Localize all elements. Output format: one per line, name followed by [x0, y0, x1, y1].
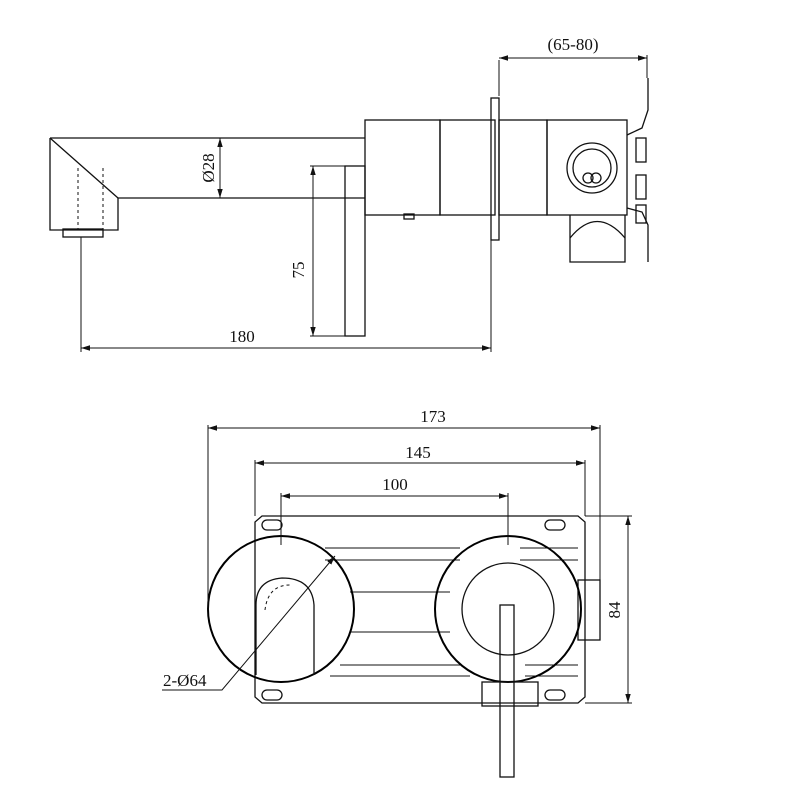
mount-depth-label: (65-80): [548, 35, 599, 54]
spout: [49, 137, 365, 238]
side-lever-handle: [310, 165, 366, 337]
spout-cover-plate: [207, 535, 355, 683]
dim-plate-width: 145: [254, 443, 586, 516]
dim-overall-width: 173: [207, 407, 601, 610]
dim-spout-height: 75: [289, 166, 316, 336]
side-view: (65-80) Ø28 75 180: [49, 35, 649, 352]
dim-spout-reach: 180: [80, 237, 492, 352]
dim-spout-diameter: Ø28: [199, 138, 223, 198]
mounting-plate: [254, 515, 601, 704]
dim-cover-diameter: 2-Ø64: [162, 555, 336, 691]
spout-height-label: 75: [289, 262, 308, 279]
center-distance-label: 100: [382, 475, 408, 494]
dim-center-distance: 100: [280, 475, 509, 545]
handle-cover-plate: [434, 535, 582, 778]
overall-width-label: 173: [420, 407, 446, 426]
plate-height-label: 84: [605, 601, 624, 619]
valve-body: [364, 78, 649, 263]
cover-diameter-label: 2-Ø64: [163, 671, 207, 690]
plate-width-label: 145: [405, 443, 431, 462]
dim-mount-depth: (65-80): [498, 35, 648, 96]
spout-diameter-label: Ø28: [199, 153, 218, 182]
spout-reach-label: 180: [229, 327, 255, 346]
front-view: 173 145 100 84 2-Ø64: [162, 407, 632, 778]
dim-plate-height: 84: [585, 515, 632, 704]
